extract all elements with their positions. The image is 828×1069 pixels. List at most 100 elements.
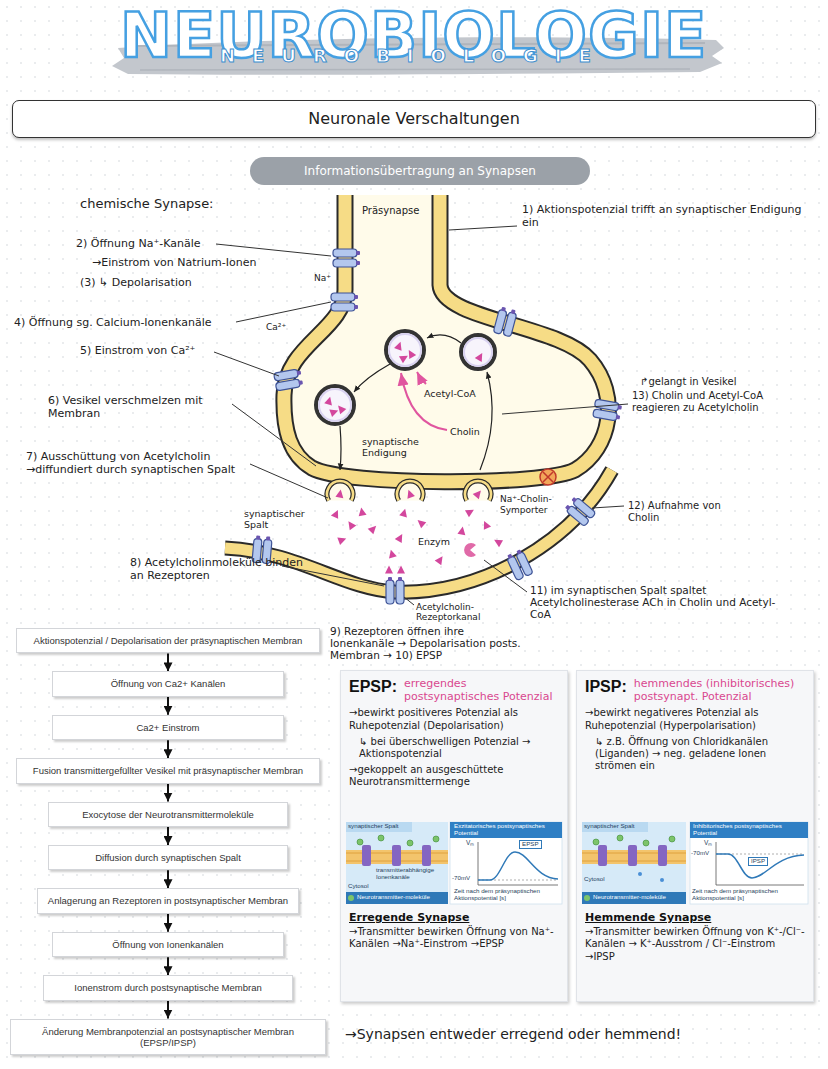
chart-title: Exzitatorisches postsynaptisches Potenti…	[454, 823, 560, 837]
synapse-drawing	[405, 348, 416, 359]
process-box: Öffnung von Ca2+ Kanälen	[52, 671, 284, 696]
synapse-drawing	[397, 481, 423, 500]
leader-line	[236, 302, 331, 322]
synapse-drawing	[397, 481, 423, 500]
synapse-drawing	[324, 396, 334, 406]
flow-arrow	[167, 827, 169, 845]
epsp-figure	[433, 836, 439, 842]
chart-title: Inhibitorisches postsynaptisches Potenti…	[693, 823, 805, 837]
panel-text: ↳ z.B. Öffnung von Chloridkanälen (Ligan…	[585, 736, 805, 773]
epsp-figure	[362, 845, 371, 866]
epsp-figure	[346, 892, 448, 904]
synapse-drawing	[316, 386, 354, 424]
ipsp-figure	[658, 845, 667, 866]
flow-arrow	[167, 784, 169, 802]
callout-text: →Einstrom von Natrium-Ionen	[92, 256, 256, 269]
callout-text: 12) Aufnahme von Cholin	[628, 500, 748, 524]
flow-arrow	[167, 914, 169, 932]
figure-label: Neurotransmitter-moleküle	[357, 894, 430, 901]
ipsp-figure	[584, 895, 590, 901]
section-band: Informationsübertragung an Synapsen	[250, 157, 590, 185]
epsp-figure	[478, 842, 558, 885]
part-label: synaptischer Spalt	[244, 508, 318, 531]
ipsp-figure	[598, 845, 607, 866]
process-box: Änderung Membranpotenzial an postsynapti…	[10, 1019, 326, 1056]
leader-line	[404, 597, 414, 605]
axis-label: Zeit nach dem präsynaptischen Aktionspot…	[454, 888, 560, 902]
synapse-drawing	[399, 508, 409, 518]
panel-text: →Transmitter bewirken Öffnung von Na⁺-Ka…	[349, 926, 559, 950]
callout-text: 11) im synaptischen Spalt spaltet Acetyl…	[530, 584, 780, 620]
synapse-drawing	[415, 517, 426, 528]
synapse-drawing	[475, 351, 486, 362]
synapse-drawing	[480, 519, 491, 530]
ipsp-figure	[617, 835, 623, 841]
synapse-drawing	[335, 489, 344, 498]
epsp-figure	[422, 845, 431, 866]
synapse-drawing	[461, 335, 495, 369]
synapse-drawing	[284, 195, 608, 482]
synapse-drawing	[354, 364, 390, 392]
part-label: synaptische Endigung	[362, 436, 430, 459]
synapse-drawing	[225, 470, 612, 592]
synapse-drawing	[401, 373, 447, 430]
synapse-drawing	[335, 403, 346, 414]
callout-text: ↱gelangt in Vesikel	[640, 376, 736, 388]
ipsp-figure	[716, 842, 804, 885]
panel-subheading: erregendes postsynaptisches Potenzial	[404, 677, 559, 703]
synapse-drawing	[480, 372, 492, 470]
ipsp-figure	[690, 822, 808, 838]
epsp-figure	[478, 852, 558, 880]
synapse-drawing	[327, 481, 353, 500]
ipsp-figure	[643, 840, 649, 846]
figure-label: Cytosol	[348, 883, 369, 890]
panel-ground	[340, 670, 814, 1002]
epsp-figure	[392, 845, 401, 866]
synapse-drawing	[464, 543, 476, 557]
synapse-drawing	[399, 352, 410, 363]
process-box: Diffusion durch synaptischen Spalt	[48, 845, 288, 870]
synapse-drawing	[327, 481, 353, 500]
process-text: Exocytose der Neurotransmittermoleküle	[55, 809, 281, 820]
synapse-drawing	[465, 481, 491, 500]
panel-heading: EPSP:	[349, 677, 397, 696]
synapse-drawing	[386, 577, 404, 604]
ipsp-figure	[582, 892, 686, 904]
heading-text: Neuronale Verschaltungen	[308, 109, 520, 128]
info-panel: EPSP: erregendes postsynaptisches Potenzi…	[340, 670, 568, 1002]
panel-bottom: Hemmende Synapse→Transmitter bewirken Öf…	[585, 911, 805, 963]
curve-label: IPSP	[748, 857, 768, 866]
figure-label: synaptischer Spalt	[348, 823, 412, 830]
callout-text: 9) Rezeptoren öffnen ihre Ionenkanäle → …	[330, 625, 525, 661]
panel-top: EPSP: erregendes postsynaptisches Potenzi…	[349, 677, 559, 789]
band-text: Informationsübertragung an Synapsen	[304, 164, 536, 178]
ipsp-figure	[669, 836, 675, 842]
figure-label: transmitterabhängige Ionenkanäle	[376, 867, 446, 881]
process-text: Öffnung von Ca2+ Kanälen	[59, 678, 277, 689]
title-echo: NEUROBIOLOGIE	[220, 45, 608, 67]
part-label: Präsynapse	[362, 205, 419, 217]
process-text: Ca2+ Einstrom	[59, 722, 277, 733]
synapse-drawing	[506, 549, 534, 581]
epsp-figure	[407, 840, 413, 846]
panel-bottom: Erregende Synapse→Transmitter bewirken Ö…	[349, 911, 559, 951]
synapse-drawing	[368, 523, 379, 534]
ion-label: Ca²⁺	[266, 322, 286, 333]
synapse-drawing	[333, 249, 360, 267]
part-label: Enzym	[418, 536, 450, 547]
synapse-drawing	[564, 495, 596, 526]
part-label: Acetylcholin-Rezeptorkanal	[416, 602, 491, 623]
process-text: Anlagerung an Rezeptoren in postsynaptis…	[44, 895, 292, 906]
info-panel: IPSP:hemmendes (inhibitorisches) postsyn…	[576, 670, 814, 1002]
synapse-drawing	[357, 507, 366, 516]
ipsp-figure	[582, 822, 686, 904]
synapse-drawing	[435, 554, 446, 565]
epsp-figure	[450, 822, 562, 838]
process-box: Öffnung von Ionenkanälen	[52, 932, 284, 957]
axis-label: -70mV	[691, 850, 709, 857]
synapse-drawing	[337, 535, 347, 545]
synapse-drawing	[464, 338, 492, 366]
callout-text: 1) Aktionspotenzial trifft an synaptisch…	[522, 203, 812, 229]
epsp-figure	[378, 835, 384, 841]
